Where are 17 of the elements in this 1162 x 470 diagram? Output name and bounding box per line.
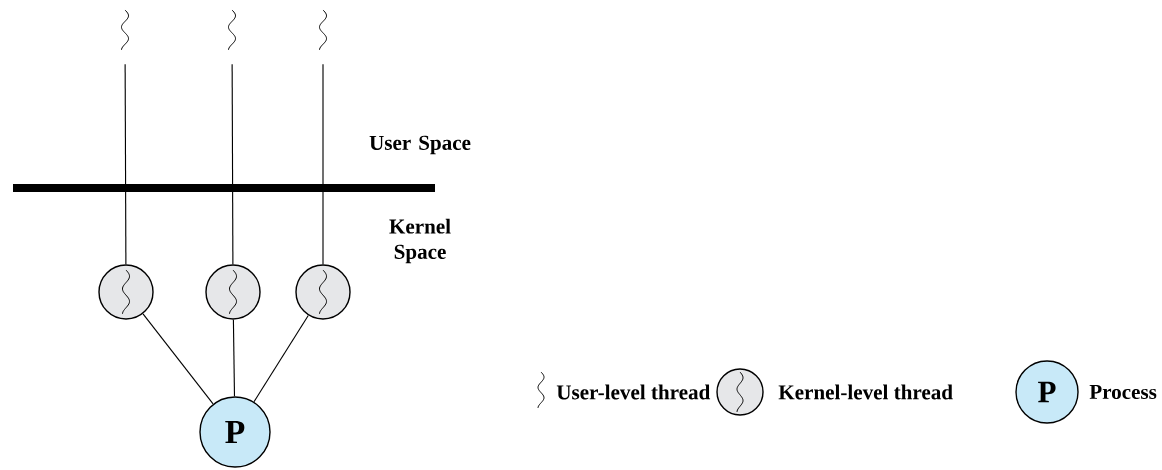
kernel-thread-circle: [98, 264, 154, 320]
kernel-thread-circle: [295, 264, 351, 320]
user-thread-squiggle: [228, 9, 236, 51]
legend-label: Kernel-level thread: [778, 384, 953, 400]
connector-line: [322, 63, 324, 265]
user-thread-squiggle: [121, 9, 129, 51]
connector-line: [142, 313, 214, 405]
connector-line: [232, 319, 236, 397]
connector-line: [124, 63, 127, 265]
legend-label: Process: [1089, 385, 1157, 399]
user-thread-squiggle: [319, 9, 327, 51]
legend-label: User-level thread: [556, 384, 711, 400]
connector-line: [231, 63, 234, 265]
region-label: Kernel Space: [389, 218, 451, 264]
region-label: User Space: [369, 135, 471, 155]
kernel-thread-circle: [205, 264, 261, 320]
connector-line: [253, 314, 309, 403]
